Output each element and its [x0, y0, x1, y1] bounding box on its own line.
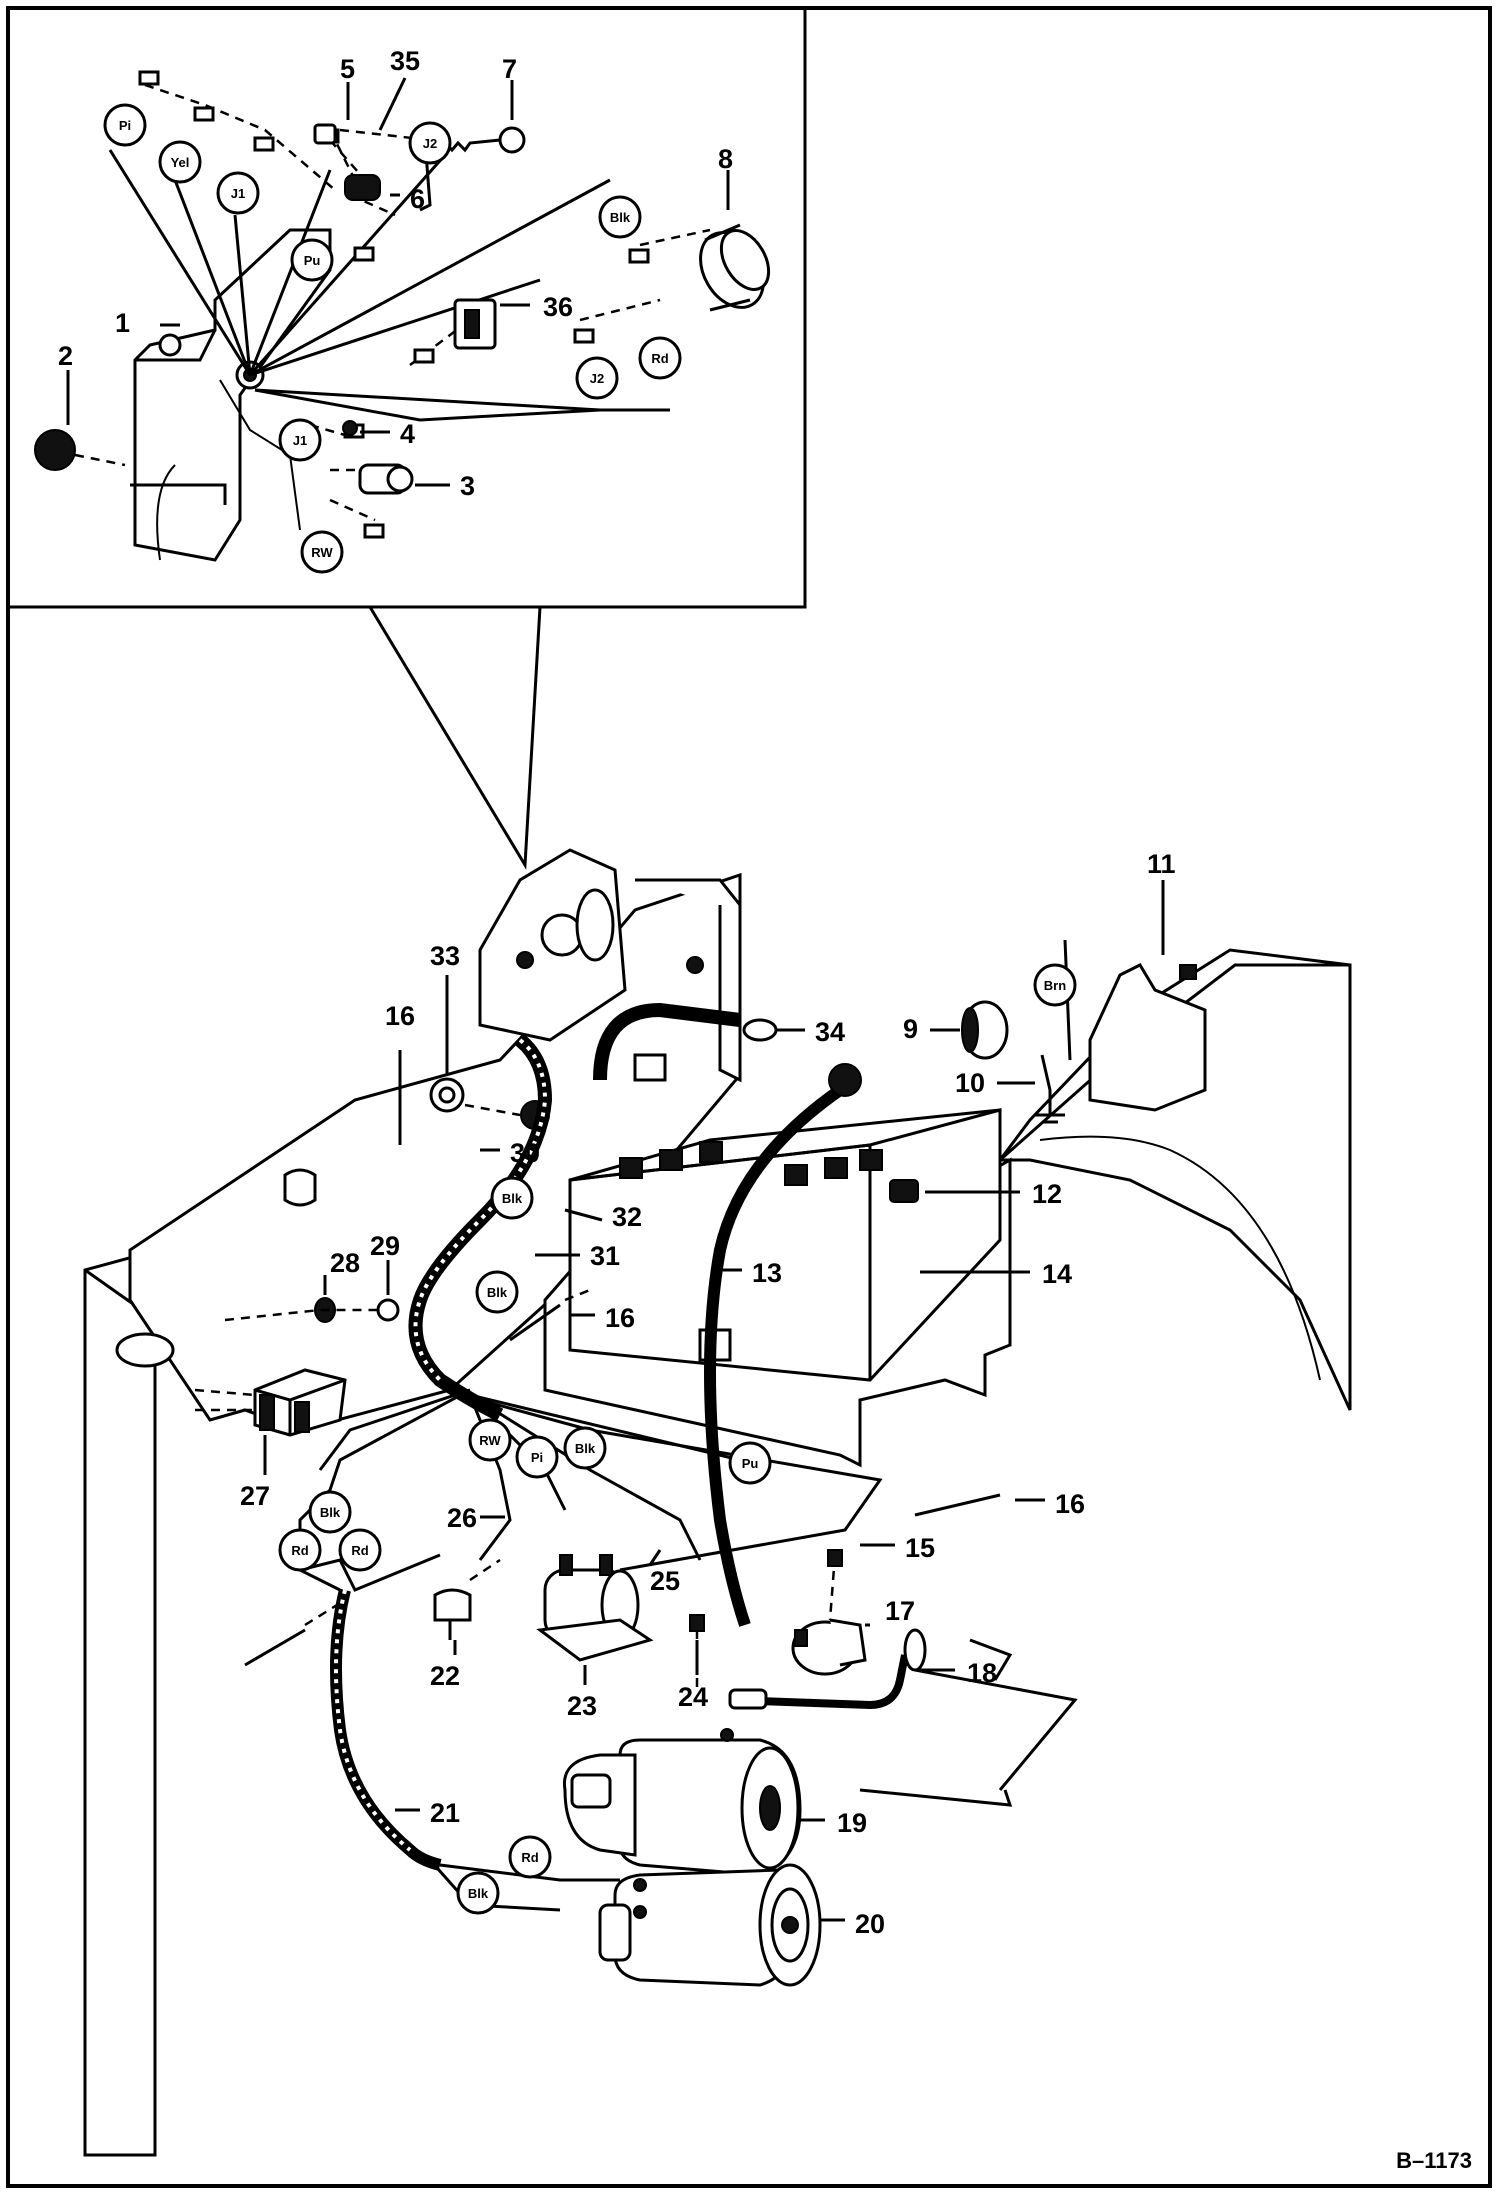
circuit-breaker [358, 463, 414, 495]
callout-16c: 16 [1055, 1489, 1085, 1519]
callout-32: 32 [612, 1202, 642, 1232]
callout-15: 15 [905, 1533, 935, 1563]
tag-yel: Yel [171, 155, 190, 170]
callout-26: 26 [447, 1503, 477, 1533]
callout-9: 9 [903, 1014, 918, 1044]
callout-14: 14 [1042, 1259, 1072, 1289]
callout-3: 3 [460, 471, 475, 501]
callout-13: 13 [752, 1258, 782, 1288]
callout-8: 8 [718, 144, 733, 174]
callout-31: 31 [590, 1241, 620, 1271]
tag-rd-top: Rd [651, 351, 668, 366]
fuse-holder [889, 1179, 919, 1203]
tag-brn: Brn [1044, 978, 1066, 993]
tag-blk-27: Blk [320, 1505, 341, 1520]
tag-rd-21: Rd [521, 1850, 538, 1865]
tag-j1-mid: J1 [293, 433, 307, 448]
callout-33: 33 [430, 941, 460, 971]
nut [342, 420, 358, 436]
battery-cable [593, 1002, 741, 1081]
callout-7: 7 [502, 54, 517, 84]
main-assembly-group [83, 848, 1352, 2157]
callout-29: 29 [370, 1231, 400, 1261]
horn-and-relay-group [961, 939, 1207, 1124]
tag-pi-harness: Pi [531, 1450, 543, 1465]
callout-27: 27 [240, 1481, 270, 1511]
wiring-harness [408, 1034, 553, 1422]
relay-block [253, 1368, 347, 1437]
callout-4: 4 [400, 419, 415, 449]
tag-rw-harness: RW [479, 1433, 501, 1448]
callout-20: 20 [855, 1909, 885, 1939]
callout-16a: 16 [385, 1001, 415, 1031]
battery [568, 1108, 1002, 1382]
tag-j1-top: J1 [231, 186, 245, 201]
detail-inset-box [8, 8, 807, 609]
detail-callout-pointer [368, 606, 542, 870]
callout-35: 35 [390, 46, 420, 76]
starter-solenoid [536, 1554, 654, 1662]
callout-23: 23 [567, 1691, 597, 1721]
tag-blk-harness: Blk [575, 1441, 596, 1456]
cigar-lighter-knob [34, 429, 76, 471]
sender [433, 1588, 472, 1640]
callout-1: 1 [115, 308, 130, 338]
drawing-reference: B–1173 [1396, 2148, 1472, 2173]
tag-pi-top: Pi [119, 118, 131, 133]
alternator-harness [330, 1588, 442, 1871]
tag-pu-harness: Pu [742, 1456, 759, 1471]
tag-j2-top: J2 [423, 136, 437, 151]
indicator-lamp [344, 174, 381, 201]
callout-10: 10 [955, 1068, 985, 1098]
tag-rw-top: RW [311, 545, 333, 560]
callout-11: 11 [1147, 849, 1176, 879]
callout-16b: 16 [605, 1303, 635, 1333]
callout-2: 2 [58, 341, 73, 371]
starter-relay [791, 1618, 867, 1676]
tag-blk-31: Blk [487, 1285, 508, 1300]
callout-19: 19 [837, 1808, 867, 1838]
tag-j2-mid: J2 [590, 371, 604, 386]
callout-24: 24 [678, 1682, 708, 1712]
tag-rd-27b: Rd [351, 1543, 368, 1558]
tag-pu-top: Pu [304, 253, 321, 268]
tag-blk-32: Blk [502, 1191, 523, 1206]
inset-panel-group [34, 70, 771, 562]
left-upright-panel [83, 1253, 188, 2157]
tag-rd-27a: Rd [291, 1543, 308, 1558]
callout-17: 17 [885, 1596, 915, 1626]
starter-motor [562, 1728, 802, 1877]
callouts: 1 2 3 4 5 6 7 8 9 10 11 12 13 14 15 16 1… [58, 46, 1176, 1939]
deck-instrument-panel [478, 848, 704, 1042]
callout-28: 28 [330, 1248, 360, 1278]
callout-6: 6 [410, 184, 425, 214]
main-battery-cable [704, 1085, 844, 1627]
rear-panel [635, 878, 742, 1083]
tag-blk-top: Blk [610, 210, 631, 225]
callout-5: 5 [340, 54, 355, 84]
ignition-key [443, 126, 526, 154]
tag-blk-21: Blk [468, 1886, 489, 1901]
callout-22: 22 [430, 1661, 460, 1691]
diagram-border [6, 6, 1492, 2188]
wire-color-tags: Pi Yel J1 J2 Pu Blk J2 Rd J1 RW Brn Blk … [103, 103, 1077, 1915]
callout-21: 21 [430, 1798, 460, 1828]
callout-30: 30 [510, 1138, 540, 1168]
alternator [598, 1863, 822, 1987]
callout-36: 36 [543, 292, 573, 322]
callout-12: 12 [1032, 1179, 1062, 1209]
callout-18: 18 [967, 1658, 997, 1688]
hourmeter-gauge [699, 223, 771, 312]
switch [453, 298, 497, 350]
callout-25: 25 [650, 1566, 680, 1596]
instrument-panel [133, 228, 332, 562]
callout-34: 34 [815, 1017, 845, 1047]
